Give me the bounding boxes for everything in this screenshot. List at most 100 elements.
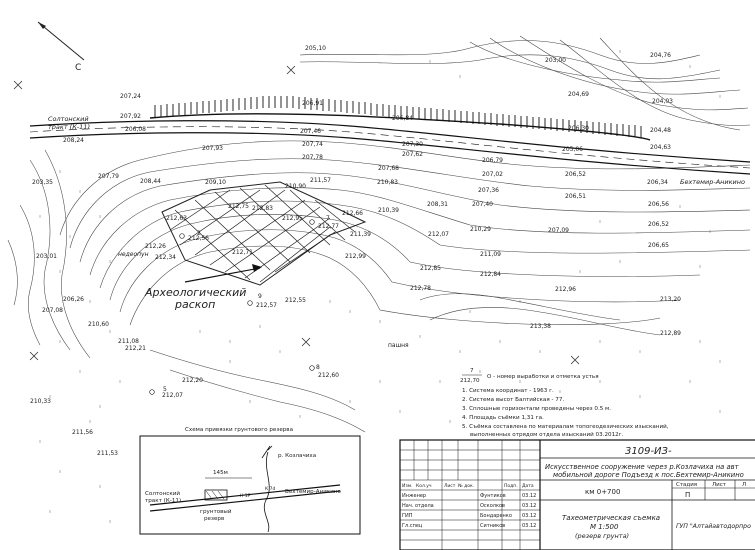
elevation-label: 206,56 bbox=[648, 201, 669, 208]
elevation-label: 207,62 bbox=[402, 151, 423, 158]
staff-role: Инженер bbox=[402, 493, 426, 499]
elevation-label: 210,90 bbox=[285, 183, 306, 190]
title-block-header-cell: Подп. bbox=[504, 483, 518, 489]
legend-pit-number: 7 bbox=[470, 368, 474, 374]
stage-header: Стадия bbox=[676, 482, 697, 488]
elevation-labels: 205,10 203,00 204,76 204,69 204,03 207,2… bbox=[30, 45, 681, 457]
legend-pit-elevation: 212,70 bbox=[460, 378, 480, 384]
elevation-label: 204,63 bbox=[650, 144, 671, 151]
elevation-label: 206,34 bbox=[647, 179, 668, 186]
elevation-label: 212,95 bbox=[282, 215, 303, 222]
title-block-header-cell: Кол.уч bbox=[416, 483, 432, 489]
staff-name: Фунтиков bbox=[480, 493, 506, 499]
elevation-label: 212,96 bbox=[555, 286, 576, 293]
elevation-label: 212,26 bbox=[145, 243, 166, 250]
inset-small-2: Н 1Р bbox=[240, 493, 251, 499]
staff-role: Нач. отдела bbox=[402, 503, 434, 509]
staff-role: Гл.спец bbox=[402, 523, 423, 529]
elevation-label: 212,75 bbox=[228, 203, 249, 210]
elevation-label: 207,40 bbox=[472, 201, 493, 208]
elevation-label: 210,29 bbox=[470, 226, 491, 233]
elevation-label: 206,30 bbox=[568, 125, 589, 132]
field-tick-marks bbox=[39, 50, 721, 523]
elevation-label: 212,63 bbox=[166, 215, 187, 222]
elevation-label: 206,65 bbox=[648, 242, 669, 249]
elevation-label: 204,03 bbox=[652, 98, 673, 105]
title-block-header-cell: Дата bbox=[522, 483, 534, 489]
elevation-label: 206,52 bbox=[565, 171, 586, 178]
elevation-label: 205,10 bbox=[305, 45, 326, 52]
project-code: 3109-ИЗ- bbox=[625, 446, 672, 457]
elevation-label: 210,60 bbox=[88, 321, 109, 328]
elevation-label: 213,20 bbox=[660, 296, 681, 303]
grid-crosses bbox=[13, 65, 580, 365]
pit-markers: 7 8 5 2 9 bbox=[149, 215, 330, 395]
elevation-label: 213,38 bbox=[530, 323, 551, 330]
drawing-title-3: (резерв грунта) bbox=[575, 532, 629, 540]
project-description-2: мобильной дороге Подъезд к пос.Бехтемир-… bbox=[553, 471, 744, 479]
elevation-label: 207,30 bbox=[402, 141, 423, 148]
inset-reserve-2: резерв bbox=[204, 516, 224, 522]
note-line: выполненных отрядом отдела изысканий 03.… bbox=[470, 431, 624, 438]
drawing-title-1: Тахеометрическая съемка bbox=[562, 514, 660, 522]
inset-road-left-2: тракт (К-11) bbox=[145, 498, 181, 504]
elevation-label: 212,34 bbox=[155, 254, 176, 261]
elevation-label: 211,09 bbox=[480, 251, 501, 258]
elevation-label: 207,93 bbox=[202, 145, 223, 152]
elevation-label: 207,36 bbox=[478, 187, 499, 194]
staff-date: 03.12 bbox=[522, 513, 536, 519]
elevation-label: 207,74 bbox=[302, 141, 323, 148]
sheet-header: Лист bbox=[712, 482, 727, 488]
survey-notes: 1. Система координат - 1963 г. 2. Систем… bbox=[462, 388, 669, 438]
nedeopun-label: недеопун bbox=[118, 251, 149, 258]
elevation-label: 212,07 bbox=[162, 392, 183, 399]
km-label: км 0+700 bbox=[585, 488, 620, 496]
elevation-label: 203,00 bbox=[545, 57, 566, 64]
elevation-label: 212,89 bbox=[660, 330, 681, 337]
elevation-label: 212,66 bbox=[342, 210, 363, 217]
field-label: пашня bbox=[388, 342, 409, 349]
archaeology-pointer bbox=[184, 264, 262, 283]
elevation-label: 211,39 bbox=[350, 231, 371, 238]
staff-name: Осколков bbox=[480, 503, 505, 509]
title-block-header-cell: Лист bbox=[444, 483, 456, 489]
cliff-hatching bbox=[149, 96, 651, 141]
elevation-label: 211,08 bbox=[118, 338, 139, 345]
elevation-label: 203,01 bbox=[36, 253, 57, 260]
contour-lines bbox=[7, 35, 751, 433]
elevation-label: 207,46 bbox=[300, 128, 321, 135]
elevation-label: 206,52 bbox=[648, 221, 669, 228]
staff-date: 03.12 bbox=[522, 503, 536, 509]
organization: ГУП "Алтайавтодорпро bbox=[676, 523, 751, 530]
note-line: 5. Съёмка составлена по материалам топог… bbox=[462, 423, 669, 430]
elevation-label: 206,84 bbox=[392, 115, 413, 122]
title-block: Изм. Кол.уч Лист № док. Подп. Дата Инжен… bbox=[399, 439, 755, 550]
archaeological-label-2: раскоп bbox=[174, 298, 215, 311]
note-line: 1. Система координат - 1963 г. bbox=[462, 388, 554, 394]
inset-distance: 145м bbox=[213, 470, 228, 476]
elevation-label: 212,78 bbox=[410, 285, 431, 292]
stage-value: П bbox=[685, 491, 690, 499]
elevation-label: 210,83 bbox=[377, 179, 398, 186]
elevation-label: 207,68 bbox=[378, 165, 399, 172]
elevation-label: 212,83 bbox=[252, 205, 273, 212]
staff-role: ГИП bbox=[402, 513, 413, 519]
location-inset: Схема привязки грунтового резерва 145м р… bbox=[139, 427, 361, 535]
elevation-label: 211,53 bbox=[97, 450, 118, 457]
elevation-label: 204,69 bbox=[568, 91, 589, 98]
north-arrow-label: С bbox=[75, 63, 81, 73]
staff-name: Ситников bbox=[480, 523, 505, 529]
elevation-label: 207,02 bbox=[482, 171, 503, 178]
archaeological-label-1: Археологический bbox=[144, 286, 246, 299]
pit-number: 7 bbox=[326, 215, 330, 222]
elevation-label: 204,76 bbox=[650, 52, 671, 59]
excavation-area bbox=[161, 181, 367, 286]
elevation-label: 207,24 bbox=[120, 93, 141, 100]
elevation-label: 211,56 bbox=[72, 429, 93, 436]
elevation-label: 210,33 bbox=[30, 398, 51, 405]
note-line: 2. Система высот Балтийская - 77. bbox=[462, 396, 564, 403]
legend-pit-text: О - номер выработки и отметка устья bbox=[487, 374, 599, 380]
sheets-header: Л bbox=[742, 482, 746, 488]
elevation-label: 211,57 bbox=[310, 177, 331, 184]
